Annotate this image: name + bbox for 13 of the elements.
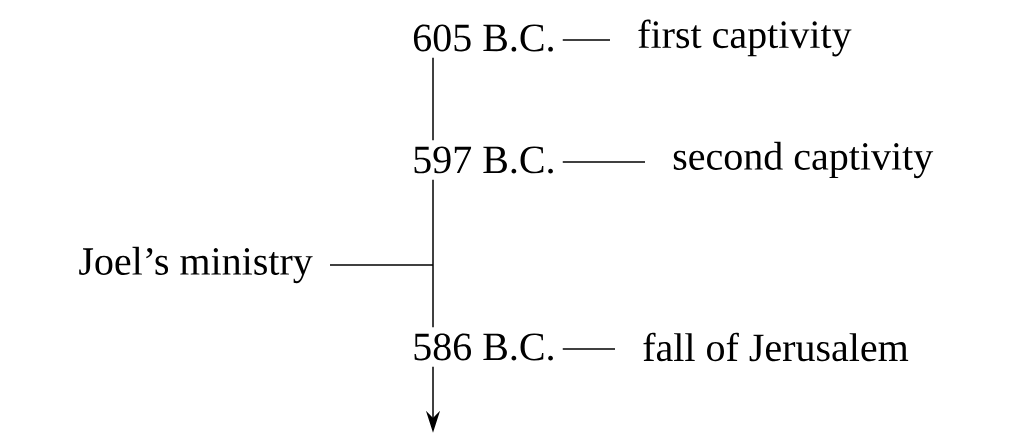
connector-line — [562, 161, 646, 163]
timeline-line — [432, 57, 434, 141]
year-label: 586 B.C. — [414, 333, 553, 361]
event-label: Joel’s ministry — [79, 246, 313, 284]
year-label: 597 B.C. — [414, 146, 553, 174]
year-label: 605 B.C. — [413, 24, 553, 52]
connector-line — [562, 39, 611, 41]
timeline-line — [432, 178, 434, 328]
event-label: fall of Jerusalem — [643, 332, 909, 362]
event-label: first captivity — [638, 19, 852, 57]
connector-line — [329, 264, 434, 266]
event-label: second captivity — [673, 141, 934, 179]
connector-line — [562, 348, 616, 350]
